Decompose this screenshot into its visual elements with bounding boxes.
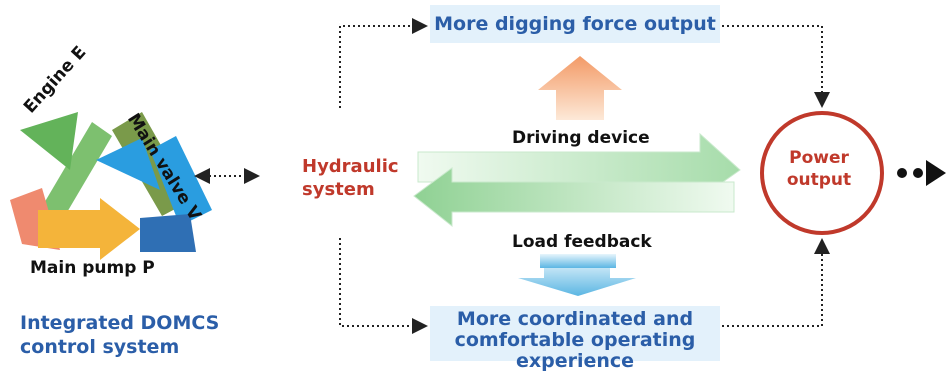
driving-device-label: Driving device <box>512 128 650 148</box>
power-line2: output <box>786 170 852 191</box>
cycle-arrow-blue <box>150 136 212 226</box>
double-dot-arrow-icon <box>897 160 946 186</box>
cycle-arrowhead-blue <box>96 138 160 190</box>
power-output-label: Power output <box>762 147 876 191</box>
bottom-box: More coordinated and comfortable operati… <box>430 306 720 361</box>
integrated-line1: Integrated DOMCS <box>20 312 220 334</box>
bottom-box-line3: experience <box>515 350 635 372</box>
recycle-triangle-icon <box>10 112 212 260</box>
hydraulic-line2: system <box>302 178 375 200</box>
cycle-arrow-green <box>40 122 112 214</box>
bottom-box-line2: comfortable operating <box>454 328 696 351</box>
cycle-arrow-dark-blue <box>140 214 196 252</box>
hydraulic-system-label: Hydraulic system <box>302 156 412 201</box>
top-box-label: More digging force output <box>430 5 720 43</box>
down-arrow-blue-shaft <box>540 254 616 268</box>
connector-to-top-box <box>339 18 428 108</box>
integrated-line2: control system <box>20 335 180 358</box>
connector-top-to-power <box>722 25 830 108</box>
connector-to-bottom-box <box>339 238 428 334</box>
cycle-arrowhead-orange <box>100 198 140 260</box>
load-feedback-label: Load feedback <box>512 232 652 252</box>
cycle-arrow-orange <box>38 210 100 248</box>
bottom-box-line1: More coordinated and <box>456 308 694 330</box>
arrow-left-green <box>413 167 735 228</box>
power-line1: Power <box>789 148 849 168</box>
integrated-system-label: Integrated DOMCS control system <box>20 312 280 360</box>
power-output-circle <box>760 111 884 235</box>
hydraulic-line1: Hydraulic <box>302 156 399 177</box>
main-pump-label: Main pump P <box>30 258 155 278</box>
cycle-arrowhead-green <box>20 112 78 170</box>
connector-bottom-to-power <box>722 238 830 327</box>
up-arrow-orange <box>538 56 622 120</box>
